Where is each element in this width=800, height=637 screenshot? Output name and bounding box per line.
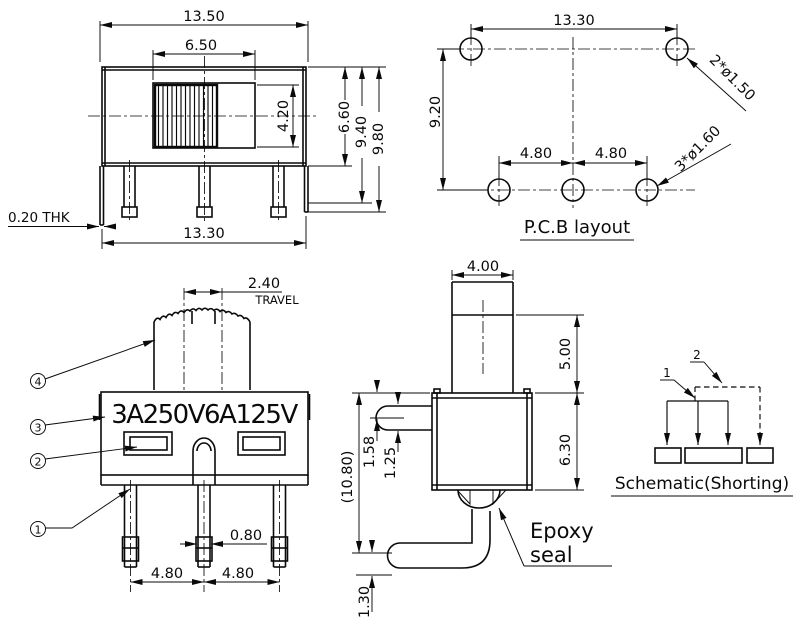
- switch-body-outline: [101, 66, 307, 167]
- dim-terminal-height: 1.30: [357, 586, 373, 618]
- dim-width-top: 13.50: [183, 9, 225, 25]
- svg-text:3: 3: [35, 422, 42, 435]
- dim-width-bottom: 13.30: [183, 226, 225, 242]
- mount-lug: [370, 405, 432, 431]
- dim-body-height-side: 6.30: [558, 434, 574, 466]
- callout-4: 4: [30, 339, 156, 389]
- callout-1: 1: [30, 488, 131, 537]
- dim-terminal-width: 0.80: [230, 528, 262, 544]
- center-dome: [192, 437, 216, 452]
- epoxy-label-line1: Epoxy: [530, 519, 594, 543]
- dim-travel: 2.40: [248, 276, 280, 292]
- dim-body-height: 6.60: [337, 101, 353, 133]
- pcb-layout-view: [452, 33, 695, 208]
- marking-view: 3A250V6A125V: [98, 288, 311, 592]
- label-bottom-holes: 3*ø1.60: [672, 123, 724, 175]
- epoxy-seal-dome: [457, 489, 501, 509]
- knurled-top-serration: [153, 307, 251, 323]
- dim-overall-height: 9.80: [371, 123, 387, 155]
- dim-to-bracket: 9.40: [354, 116, 370, 148]
- dim-lug-offset: 1.58: [362, 436, 378, 468]
- schematic-label-1: 1: [660, 366, 696, 399]
- dim-knob-width: 4.00: [467, 259, 499, 275]
- dim-pitch-left: 4.80: [520, 146, 552, 162]
- thickness-label: 0.20 THK: [8, 210, 71, 226]
- dim-slider-width: 6.50: [185, 38, 217, 54]
- travel-label: TRAVEL: [254, 293, 299, 307]
- dim-hole-span: 13.30: [553, 13, 595, 29]
- callout-2: 2: [30, 445, 138, 469]
- callout-3: 3: [30, 415, 106, 435]
- svg-text:2: 2: [35, 456, 42, 469]
- terminal-window: [237, 431, 286, 456]
- svg-text:4: 4: [35, 376, 42, 389]
- dim-knob-height-side: 5.00: [558, 338, 574, 370]
- front-view-dimensions: 13.50 6.50 4.20 6.60 9.40 9.80 0.20 THK …: [8, 9, 387, 249]
- schematic-label-2: 2: [690, 348, 723, 384]
- terminal-window: [123, 431, 173, 456]
- schematic-terminal-right: [746, 447, 774, 464]
- front-view: [88, 56, 318, 226]
- pcb-layout-dimensions: 13.30 9.20 4.80 4.80 2*ø1.50 3*ø1.60 P.C…: [428, 13, 758, 241]
- dim-row-span: 9.20: [428, 96, 444, 128]
- side-view-dimensions: 4.00 5.00 6.30 1.58 1.25 (10.80) 1.30 Ep…: [340, 259, 612, 618]
- terminal-pins: [121, 166, 287, 218]
- svg-text:1: 1: [35, 524, 42, 537]
- dim-pitch-right: 4.80: [595, 146, 627, 162]
- svg-text:1: 1: [663, 366, 671, 380]
- left-mount-flange: [99, 166, 105, 226]
- epoxy-label-line2: seal: [530, 543, 573, 567]
- dim-knob-height: 4.20: [276, 100, 292, 132]
- rating-marking: 3A250V6A125V: [111, 400, 298, 430]
- schematic-view: 1 2 Schematic(Shorting): [611, 348, 793, 497]
- schematic-terminal-left: [654, 447, 682, 464]
- marking-view-dimensions: 2.40 TRAVEL 0.80 4.80 4.80 4 3 2 1: [30, 276, 299, 585]
- bent-terminal: [386, 509, 491, 569]
- side-view: [370, 281, 533, 569]
- svg-text:2: 2: [693, 348, 701, 362]
- dim-pitch-left: 4.80: [151, 566, 183, 582]
- terminal-pins-marking: [121, 485, 289, 568]
- dim-overall-height-side: (10.80): [340, 451, 356, 504]
- schematic-terminal-common: [684, 447, 743, 464]
- switch-body-marking: [100, 391, 309, 476]
- right-mount-flange: [303, 166, 309, 213]
- switch-body-side: [431, 392, 533, 491]
- label-top-holes: 2*ø1.50: [706, 52, 758, 104]
- schematic-title: Schematic(Shorting): [615, 474, 789, 494]
- pcb-layout-title: P.C.B layout: [524, 217, 630, 238]
- dim-lug-thickness: 1.25: [383, 447, 399, 479]
- dim-pitch-right: 4.80: [222, 566, 254, 582]
